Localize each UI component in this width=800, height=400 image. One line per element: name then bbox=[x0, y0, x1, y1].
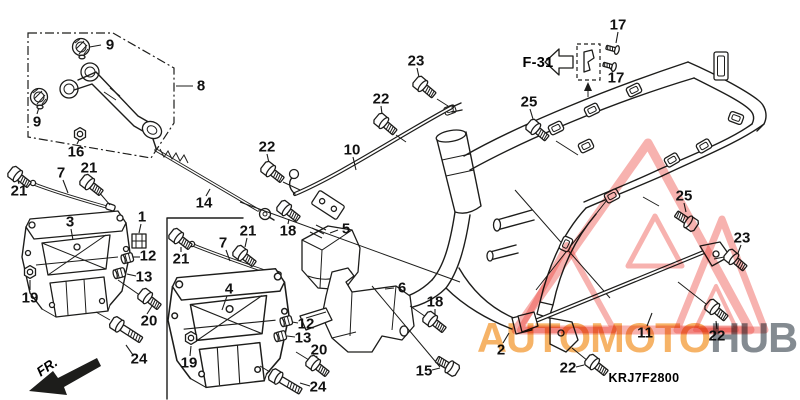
leader-line-1 bbox=[138, 223, 142, 234]
engine-hanger-assembly-8 bbox=[27, 32, 175, 159]
fastener-rub bbox=[272, 329, 288, 343]
leader-line-19 bbox=[189, 345, 192, 357]
leader-line-21 bbox=[244, 237, 248, 248]
leader-line-22 bbox=[575, 364, 585, 368]
leader-line-18 bbox=[287, 218, 290, 225]
leader-line-23 bbox=[737, 244, 742, 254]
leader-line-25 bbox=[529, 108, 534, 120]
fastener-boltl bbox=[266, 366, 305, 398]
f31-arrow-icon bbox=[544, 48, 574, 76]
watermark-text-left: AUTOMOTO bbox=[477, 314, 711, 361]
watermark-text-right: HUB bbox=[710, 314, 798, 361]
leader-line-13 bbox=[286, 335, 296, 338]
fastener-bolt bbox=[5, 164, 35, 192]
fastener-rub bbox=[119, 251, 135, 265]
leader-line-16 bbox=[76, 139, 80, 145]
leader-line-21 bbox=[17, 180, 20, 185]
fastener-screw bbox=[604, 42, 621, 56]
f31-dashed-box bbox=[576, 43, 601, 81]
fastener-clip bbox=[131, 233, 147, 249]
brace-bar-10 bbox=[288, 102, 463, 220]
leader-line-24 bbox=[125, 344, 134, 356]
guard-plate-6 bbox=[299, 267, 415, 353]
leader-line-17 bbox=[615, 31, 619, 44]
bracket-3 bbox=[21, 210, 131, 318]
leader-line-6 bbox=[384, 287, 395, 290]
fastener-bolt bbox=[420, 309, 450, 337]
leader-line-2 bbox=[502, 332, 510, 344]
leader-line-7 bbox=[62, 179, 69, 194]
fastener-screw bbox=[601, 59, 618, 73]
leader-line-15 bbox=[431, 367, 441, 371]
cable-7-upper bbox=[29, 179, 116, 212]
fastener-bolt bbox=[523, 117, 552, 145]
leader-line-11 bbox=[646, 312, 653, 327]
f31-reference-label: F-31 bbox=[522, 55, 554, 71]
front-direction-arrow-icon bbox=[29, 358, 101, 395]
rod-14 bbox=[151, 135, 275, 221]
leader-line-4 bbox=[221, 295, 228, 311]
bracket-4 bbox=[167, 267, 290, 389]
watermark-logo-triangles bbox=[511, 138, 769, 335]
leader-line-23 bbox=[416, 67, 420, 78]
fastener-cap bbox=[29, 87, 49, 110]
up-arrow-icon bbox=[584, 82, 592, 91]
section-divider-line bbox=[166, 217, 244, 400]
fastener-nut bbox=[73, 126, 87, 142]
fastener-bolt bbox=[410, 74, 439, 102]
leader-line-24 bbox=[299, 382, 311, 387]
fastener-cap bbox=[71, 37, 91, 60]
leader-line-5 bbox=[329, 229, 339, 234]
leader-line-13 bbox=[126, 273, 137, 277]
fastener-bolt bbox=[432, 352, 462, 379]
fastener-rub bbox=[111, 266, 127, 280]
fastener-rub bbox=[278, 314, 294, 328]
diagram-part-code: KRJ7F2800 bbox=[608, 371, 680, 385]
leader-line-3 bbox=[70, 228, 74, 241]
fastener-nut bbox=[23, 264, 37, 280]
leader-line-10 bbox=[352, 156, 357, 171]
fastener-bolt bbox=[258, 159, 288, 187]
fastener-bolt bbox=[303, 353, 333, 381]
fastener-nut bbox=[184, 330, 198, 346]
fastener-boltl bbox=[107, 314, 146, 347]
fastener-bolt bbox=[371, 111, 400, 139]
leader-line-7 bbox=[225, 249, 231, 262]
watermark-text: AUTOMOTOHUB bbox=[477, 314, 798, 361]
leader-line-14 bbox=[205, 188, 211, 197]
leader-line-20 bbox=[146, 305, 153, 315]
f31-reference bbox=[544, 43, 601, 97]
